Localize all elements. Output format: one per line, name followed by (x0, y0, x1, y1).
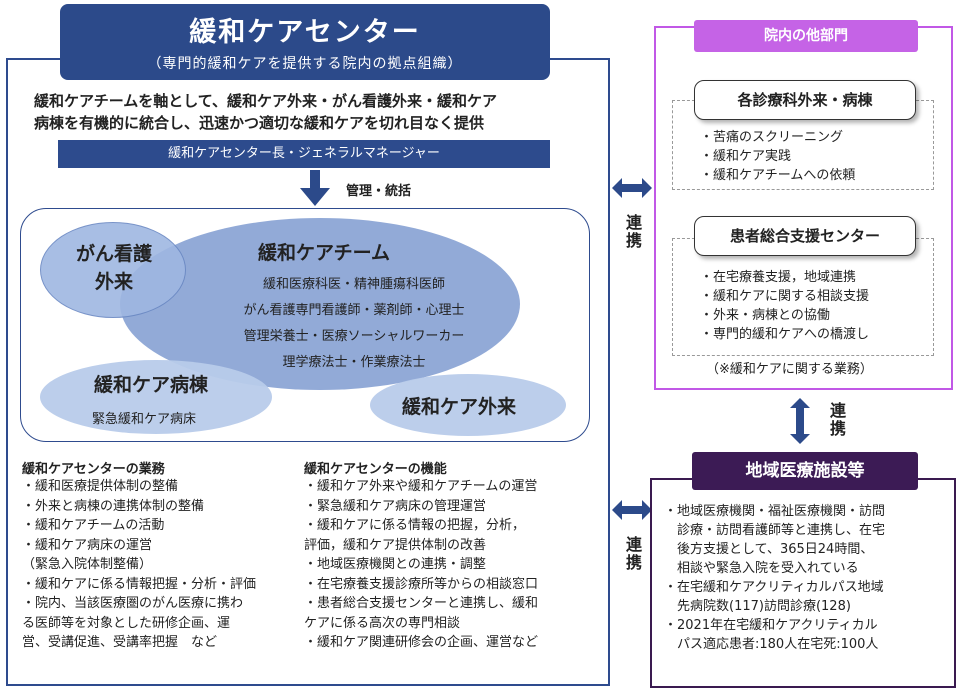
list-item: ・緩和ケアに係る情報把握・分析・評価 (22, 576, 257, 592)
renkei-label-right: 連携 (827, 402, 846, 438)
team-name: 緩和ケアチーム (258, 242, 391, 264)
clinics-title: 各診療科外来・病棟 (694, 80, 916, 120)
page-title: 緩和ケアセンター (189, 17, 421, 48)
outpatient-name: 緩和ケア外来 (402, 396, 517, 418)
team-member-line: 管理栄養士・医療ソーシャルワーカー (243, 329, 465, 344)
gan-outpatient-line-2: 外来 (94, 271, 133, 293)
list-item: ・地域医療機関との連携・調整 (304, 557, 486, 572)
list-item: ・在宅療養支援，地域連携 (700, 270, 857, 285)
gan-outpatient-line-1: がん看護 (75, 243, 152, 265)
list-item: ・緩和ケアチームへの依頼 (700, 168, 856, 183)
list-item: （緊急入院体制整備） (22, 557, 153, 572)
list-item: 評価，緩和ケア提供体制の改善 (304, 537, 487, 553)
renkei-label-top: 連携 (623, 214, 642, 250)
double-arrow-icon (612, 500, 652, 520)
functions-title: 緩和ケアセンターの機能 (304, 462, 447, 477)
support-title: 患者総合支援センター (694, 216, 916, 256)
gan-nursing-ellipse (40, 222, 186, 318)
list-item: ・外来・病棟との協働 (700, 308, 830, 323)
ward-sub: 緊急緩和ケア病床 (92, 412, 197, 427)
list-item: 相談や緊急入院を受入れている (677, 561, 859, 576)
list-item: ・苦痛のスクリーニング (700, 130, 844, 145)
support-list: ・在宅療養支援，地域連携 ・緩和ケアに関する相談支援 ・外来・病棟との協働 ・専… (700, 268, 869, 344)
team-member-line: 緩和医療科医・精神腫瘍科医師 (262, 277, 445, 292)
list-item: ・外来と病棟の連携体制の整備 (22, 498, 205, 514)
list-item: ・緩和ケアに係る情報の把握，分析， (304, 518, 526, 533)
management-label: 管理・統括 (346, 184, 412, 199)
list-item: ケアに係る高次の専門相談 (304, 615, 461, 631)
list-item: ・緩和ケアチームの活動 (22, 518, 165, 533)
list-item: 営、受講促進、受講率把握 など (22, 635, 218, 650)
list-item: 後方支援として、365日24時間、 (677, 542, 874, 557)
double-arrow-icon (612, 178, 652, 198)
intro-line-1: 緩和ケアチームを軸として、緩和ケア外来・がん看護外来・緩和ケア (34, 92, 498, 110)
list-item: ・院内、当該医療圏のがん医療に携わ (22, 596, 244, 611)
outpatient-ellipse (370, 374, 566, 436)
down-arrow-icon (300, 170, 330, 206)
support-note: （※緩和ケアに関する業務） (706, 362, 873, 377)
list-item: ・専門的緩和ケアへの橋渡し (700, 327, 870, 342)
list-item: ・在宅緩和ケアクリティカルパス地域 (664, 580, 884, 595)
other-departments-title: 院内の他部門 (694, 20, 918, 52)
list-item: ・2021年在宅緩和ケアクリティカル (664, 618, 878, 633)
center-title-box: 緩和ケアセンター （専門的緩和ケアを提供する院内の拠点組織） (60, 4, 550, 80)
intro-line-2: 病棟を有機的に統合し、迅速かつ適切な緩和ケアを切れ目なく提供 (34, 114, 485, 132)
regional-title: 地域医療施設等 (692, 452, 918, 490)
leader-bar: 緩和ケアセンター長・ジェネラルマネージャー (58, 140, 550, 168)
team-member-line: 理学療法士・作業療法士 (282, 355, 426, 370)
functions-list: ・緩和ケア外来や緩和ケアチームの運営 ・緊急緩和ケア病床の管理運営 ・緩和ケアに… (304, 477, 604, 653)
list-item: ・緩和ケア外来や緩和ケアチームの運営 (304, 479, 538, 494)
team-members: 緩和医療科医・精神腫瘍科医師 がん看護専門看護師・薬剤師・心理士 管理栄養士・医… (204, 272, 504, 376)
list-item: ・地域医療機関・福祉医療機関・訪問 (664, 504, 886, 519)
ward-name: 緩和ケア病棟 (94, 374, 209, 396)
list-item: ・在宅療養支援診療所等からの相談窓口 (304, 576, 539, 592)
list-item: る医師等を対象とした研修企画、運 (22, 615, 231, 631)
page-subtitle: （専門的緩和ケアを提供する院内の拠点組織） (147, 56, 463, 72)
renkei-label-bottom: 連携 (623, 536, 642, 572)
list-item: ・患者総合支援センターと連携し、緩和 (304, 596, 539, 611)
list-item: ・緩和ケア病床の運営 (22, 537, 153, 553)
duties-list: ・緩和医療提供体制の整備 ・外来と病棟の連携体制の整備 ・緩和ケアチームの活動 … (22, 477, 304, 653)
team-member-line: がん看護専門看護師・薬剤師・心理士 (243, 303, 465, 318)
list-item: パス適応患者:180人在宅死:100人 (677, 637, 879, 652)
duties-section: 緩和ケアセンターの業務 ・緩和医療提供体制の整備 ・外来と病棟の連携体制の整備 … (22, 458, 304, 653)
list-item: ・緩和ケア実践 (700, 149, 792, 164)
list-item: 先病院数(117)訪問診療(128) (677, 599, 851, 614)
duties-title: 緩和ケアセンターの業務 (22, 462, 165, 477)
clinics-list: ・苦痛のスクリーニング ・緩和ケア実践 ・緩和ケアチームへの依頼 (700, 128, 855, 185)
functions-section: 緩和ケアセンターの機能 ・緩和ケア外来や緩和ケアチームの運営 ・緊急緩和ケア病床… (304, 458, 604, 653)
list-item: ・緩和ケア関連研修会の企画、運営など (304, 635, 539, 650)
team-frame (20, 208, 590, 442)
intro-text: 緩和ケアチームを軸として、緩和ケア外来・がん看護外来・緩和ケア 病棟を有機的に統… (34, 90, 594, 134)
regional-list: ・地域医療機関・福祉医療機関・訪問 診療・訪問看護師等と連携し、在宅 後方支援と… (664, 502, 950, 654)
gan-outpatient-label: がん看護 外来 (64, 240, 164, 296)
list-item: ・緩和ケアに関する相談支援 (700, 289, 870, 304)
list-item: ・緊急緩和ケア病床の管理運営 (304, 498, 487, 514)
vertical-double-arrow-icon (790, 398, 810, 444)
ward-ellipse (40, 360, 272, 434)
list-item: ・緩和医療提供体制の整備 (22, 479, 179, 494)
list-item: 診療・訪問看護師等と連携し、在宅 (677, 523, 886, 538)
